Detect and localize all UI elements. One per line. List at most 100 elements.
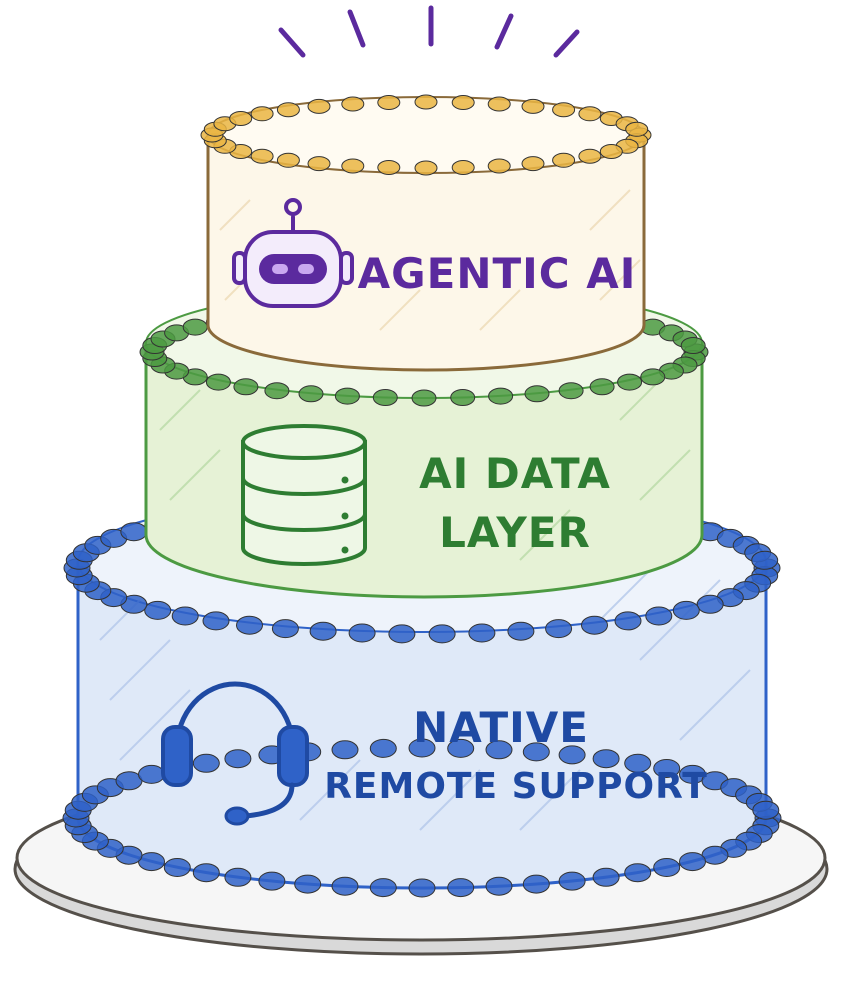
database-top xyxy=(241,424,367,460)
database-dot-1 xyxy=(341,476,349,484)
headset-icon xyxy=(161,681,309,826)
frosting-bead xyxy=(552,102,576,118)
tier-top-body xyxy=(206,133,646,372)
frosting-bead xyxy=(276,102,300,118)
frosting-bead xyxy=(451,95,475,110)
frosting-bead xyxy=(294,874,322,894)
robot-visor xyxy=(259,254,327,284)
tier-top-label: AGENTIC AI xyxy=(358,249,637,298)
frosting-bead xyxy=(522,874,550,894)
frosting-bead xyxy=(558,871,586,891)
frosting-bead xyxy=(369,878,397,898)
frosting-bead xyxy=(341,96,365,112)
frosting-bead xyxy=(377,160,401,175)
frosting-bead xyxy=(625,121,649,137)
headset-band xyxy=(174,681,296,751)
frosting-bead xyxy=(624,863,652,883)
frosting-bead xyxy=(522,742,550,762)
tier-middle-label-line-1: AI DATA xyxy=(419,449,611,498)
frosting-bead xyxy=(307,98,331,114)
tier-top xyxy=(200,94,652,372)
frosting-bead xyxy=(163,858,191,877)
frosting-bead xyxy=(411,389,437,407)
headset-mic xyxy=(224,806,250,826)
database-dot-3 xyxy=(341,546,349,554)
frosting-bead xyxy=(388,624,416,644)
frosting-bead xyxy=(369,738,397,758)
frosting-bead xyxy=(450,389,476,406)
frosting-bead xyxy=(309,621,337,641)
frosting-bead xyxy=(545,619,573,639)
sparkle-ray xyxy=(278,27,306,58)
robot-ear-right xyxy=(339,251,354,285)
frosting-bead xyxy=(521,98,545,114)
frosting-bead xyxy=(408,738,436,758)
sparkle-rays xyxy=(278,5,580,58)
frosting-bead xyxy=(414,94,438,110)
frosting-bead xyxy=(428,624,456,644)
frosting-bead xyxy=(233,378,259,396)
tier-bottom-label-line-2: REMOTE SUPPORT xyxy=(324,766,708,807)
tier-bottom-label-line-1: NATIVE xyxy=(413,703,589,752)
frosting-bead xyxy=(552,152,576,168)
frosting-bead xyxy=(485,740,513,760)
tier-top-frosting xyxy=(200,94,652,176)
frosting-bead xyxy=(653,858,681,877)
frosting-bead xyxy=(182,318,208,336)
frosting-bead xyxy=(192,863,220,883)
frosting-bead xyxy=(696,594,724,614)
frosting-bead xyxy=(447,878,475,898)
frosting-bead xyxy=(120,522,148,542)
tier-middle-hatching xyxy=(159,369,691,561)
frosting-bead xyxy=(298,385,324,403)
database-band-2 xyxy=(241,513,367,532)
frosting-bead xyxy=(250,106,274,122)
frosting-bead xyxy=(468,623,496,643)
frosting-bead xyxy=(581,615,608,635)
database-dot-2 xyxy=(341,512,349,520)
frosting-bead xyxy=(558,745,586,765)
sparkle-ray xyxy=(347,9,366,48)
frosting-bead xyxy=(171,606,199,626)
tier-bottom-base-frosting xyxy=(62,738,782,898)
robot-icon xyxy=(232,198,354,308)
frosting-bead xyxy=(224,867,252,887)
tier-middle-label-line-2: LAYER xyxy=(439,508,591,557)
frosting-bead xyxy=(264,382,290,400)
frosting-bead xyxy=(488,387,514,405)
frosting-bead xyxy=(408,878,436,898)
frosting-bead xyxy=(617,373,643,391)
frosting-bead xyxy=(205,373,231,391)
frosting-bead xyxy=(372,389,398,406)
headset-ear-right xyxy=(277,725,309,787)
frosting-bead xyxy=(485,876,513,896)
frosting-bead xyxy=(614,611,642,631)
frosting-bead xyxy=(192,753,220,773)
frosting-bead xyxy=(672,600,700,620)
database-band-1 xyxy=(241,477,367,496)
frosting-bead xyxy=(507,621,535,641)
frosting-bead xyxy=(414,160,438,176)
robot-eye-left xyxy=(272,264,288,274)
frosting-bead xyxy=(144,600,172,620)
database-body xyxy=(241,440,367,566)
frosting-bead xyxy=(680,337,706,354)
robot-eye-right xyxy=(298,264,314,274)
frosting-bead xyxy=(229,111,253,126)
frosting-bead xyxy=(331,740,359,760)
frosting-bead xyxy=(589,378,615,396)
frosting-bead xyxy=(341,158,365,174)
frosting-bead xyxy=(307,156,331,172)
frosting-bead xyxy=(447,738,475,758)
frosting-bead xyxy=(331,876,359,896)
database-icon xyxy=(241,424,367,566)
frosting-bead xyxy=(592,749,620,769)
frosting-bead xyxy=(258,871,286,891)
frosting-bead xyxy=(224,749,252,769)
frosting-bead xyxy=(653,759,681,778)
frosting-bead xyxy=(624,753,652,773)
headset-ear-left xyxy=(161,725,193,787)
robot-ear-left xyxy=(232,251,247,285)
frosting-bead xyxy=(377,95,401,110)
